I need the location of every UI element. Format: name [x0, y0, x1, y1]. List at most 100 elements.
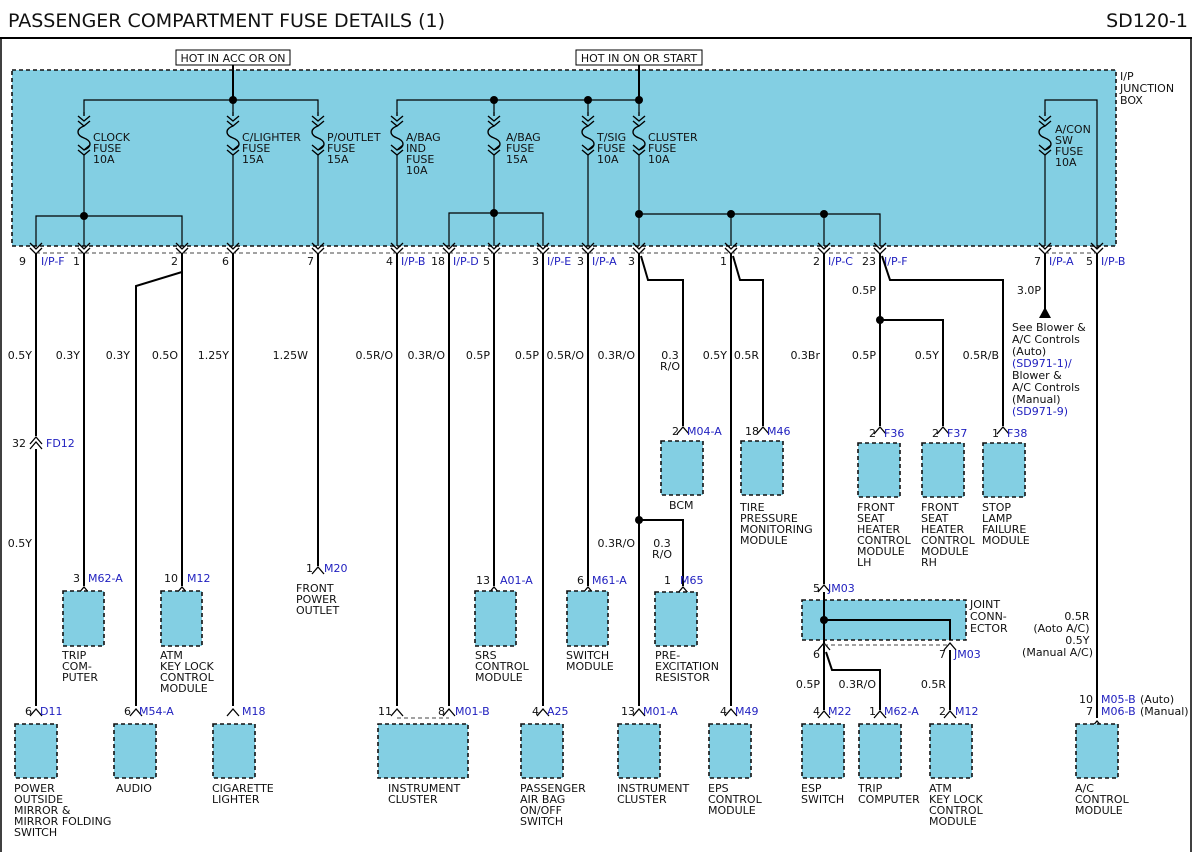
svg-text:M22: M22 — [828, 705, 852, 718]
svg-text:JM03: JM03 — [953, 648, 981, 661]
svg-text:M62-A: M62-A — [88, 572, 123, 585]
svg-text:1: 1 — [306, 562, 313, 575]
svg-text:2: 2 — [869, 427, 876, 440]
svg-text:6: 6 — [222, 255, 229, 268]
svg-text:2: 2 — [939, 705, 946, 718]
svg-text:0.3R/O: 0.3R/O — [838, 678, 876, 691]
ip-connector-ids: I/P-F I/P-B I/P-D I/P-E I/P-A I/P-C I/P-… — [41, 255, 1125, 268]
svg-text:2: 2 — [813, 255, 820, 268]
svg-text:0.5P: 0.5P — [796, 678, 820, 691]
svg-text:11: 11 — [378, 705, 392, 718]
svg-text:A01-A: A01-A — [500, 574, 533, 587]
svg-text:A25: A25 — [547, 705, 569, 718]
svg-text:2: 2 — [171, 255, 178, 268]
svg-text:32: 32 — [12, 437, 26, 450]
svg-text:M62-A: M62-A — [884, 705, 919, 718]
svg-text:JM03: JM03 — [827, 582, 855, 595]
svg-text:6: 6 — [124, 705, 131, 718]
svg-text:0.5Y: 0.5Y — [8, 537, 32, 550]
see-blower-note: See Blower & A/C Controls (Auto) (SD971-… — [1012, 321, 1089, 418]
svg-text:0.5O: 0.5O — [152, 349, 178, 362]
svg-text:9: 9 — [19, 255, 26, 268]
svg-text:(Auto): (Auto) — [1140, 693, 1174, 706]
svg-text:3: 3 — [532, 255, 539, 268]
svg-text:I/P-A: I/P-A — [592, 255, 617, 268]
svg-text:0.5R: 0.5R — [734, 349, 759, 362]
svg-text:6: 6 — [813, 648, 820, 661]
svg-text:10: 10 — [1079, 693, 1093, 706]
svg-text:F38: F38 — [1007, 427, 1027, 440]
svg-text:1: 1 — [720, 255, 727, 268]
svg-text:M20: M20 — [324, 562, 348, 575]
svg-text:M61-A: M61-A — [592, 574, 627, 587]
page-title: PASSENGER COMPARTMENT FUSE DETAILS (1) — [8, 10, 445, 32]
svg-text:0.3R/O: 0.3R/O — [652, 537, 672, 561]
svg-text:M65: M65 — [680, 574, 704, 587]
diagram-code: SD120-1 — [1106, 10, 1188, 32]
svg-text:1.25Y: 1.25Y — [198, 349, 229, 362]
svg-text:4: 4 — [813, 705, 820, 718]
svg-text:3: 3 — [73, 572, 80, 585]
svg-text:F37: F37 — [947, 427, 967, 440]
ip-pin-numbers: 9 1 2 6 7 4 18 5 3 3 3 1 2 23 7 5 — [19, 255, 1093, 268]
svg-text:AUDIO: AUDIO — [116, 782, 152, 795]
svg-text:0.5R/O: 0.5R/O — [546, 349, 584, 362]
svg-text:2: 2 — [932, 427, 939, 440]
ac-wire-note: 0.5R (Aoto A/C) 0.5Y (Manual A/C) — [1022, 610, 1093, 659]
svg-text:5: 5 — [813, 582, 820, 595]
svg-text:23: 23 — [862, 255, 876, 268]
svg-text:5: 5 — [483, 255, 490, 268]
svg-text:I/P-B: I/P-B — [401, 255, 425, 268]
junction-box-label: I/P JUNCTION BOX — [1119, 70, 1178, 107]
svg-text:1: 1 — [869, 705, 876, 718]
svg-text:BCM: BCM — [669, 499, 694, 512]
svg-text:4: 4 — [386, 255, 393, 268]
svg-text:2: 2 — [672, 425, 679, 438]
svg-text:13: 13 — [621, 705, 635, 718]
svg-text:4: 4 — [720, 705, 727, 718]
svg-text:M49: M49 — [735, 705, 759, 718]
svg-text:FD12: FD12 — [46, 437, 75, 450]
svg-text:0.5P: 0.5P — [466, 349, 490, 362]
svg-text:M04-A: M04-A — [687, 425, 722, 438]
svg-text:M18: M18 — [242, 705, 266, 718]
svg-text:10: 10 — [164, 572, 178, 585]
svg-text:I/P-E: I/P-E — [547, 255, 571, 268]
svg-text:D11: D11 — [40, 705, 62, 718]
svg-text:1.25W: 1.25W — [273, 349, 308, 362]
svg-text:0.5P: 0.5P — [852, 349, 876, 362]
